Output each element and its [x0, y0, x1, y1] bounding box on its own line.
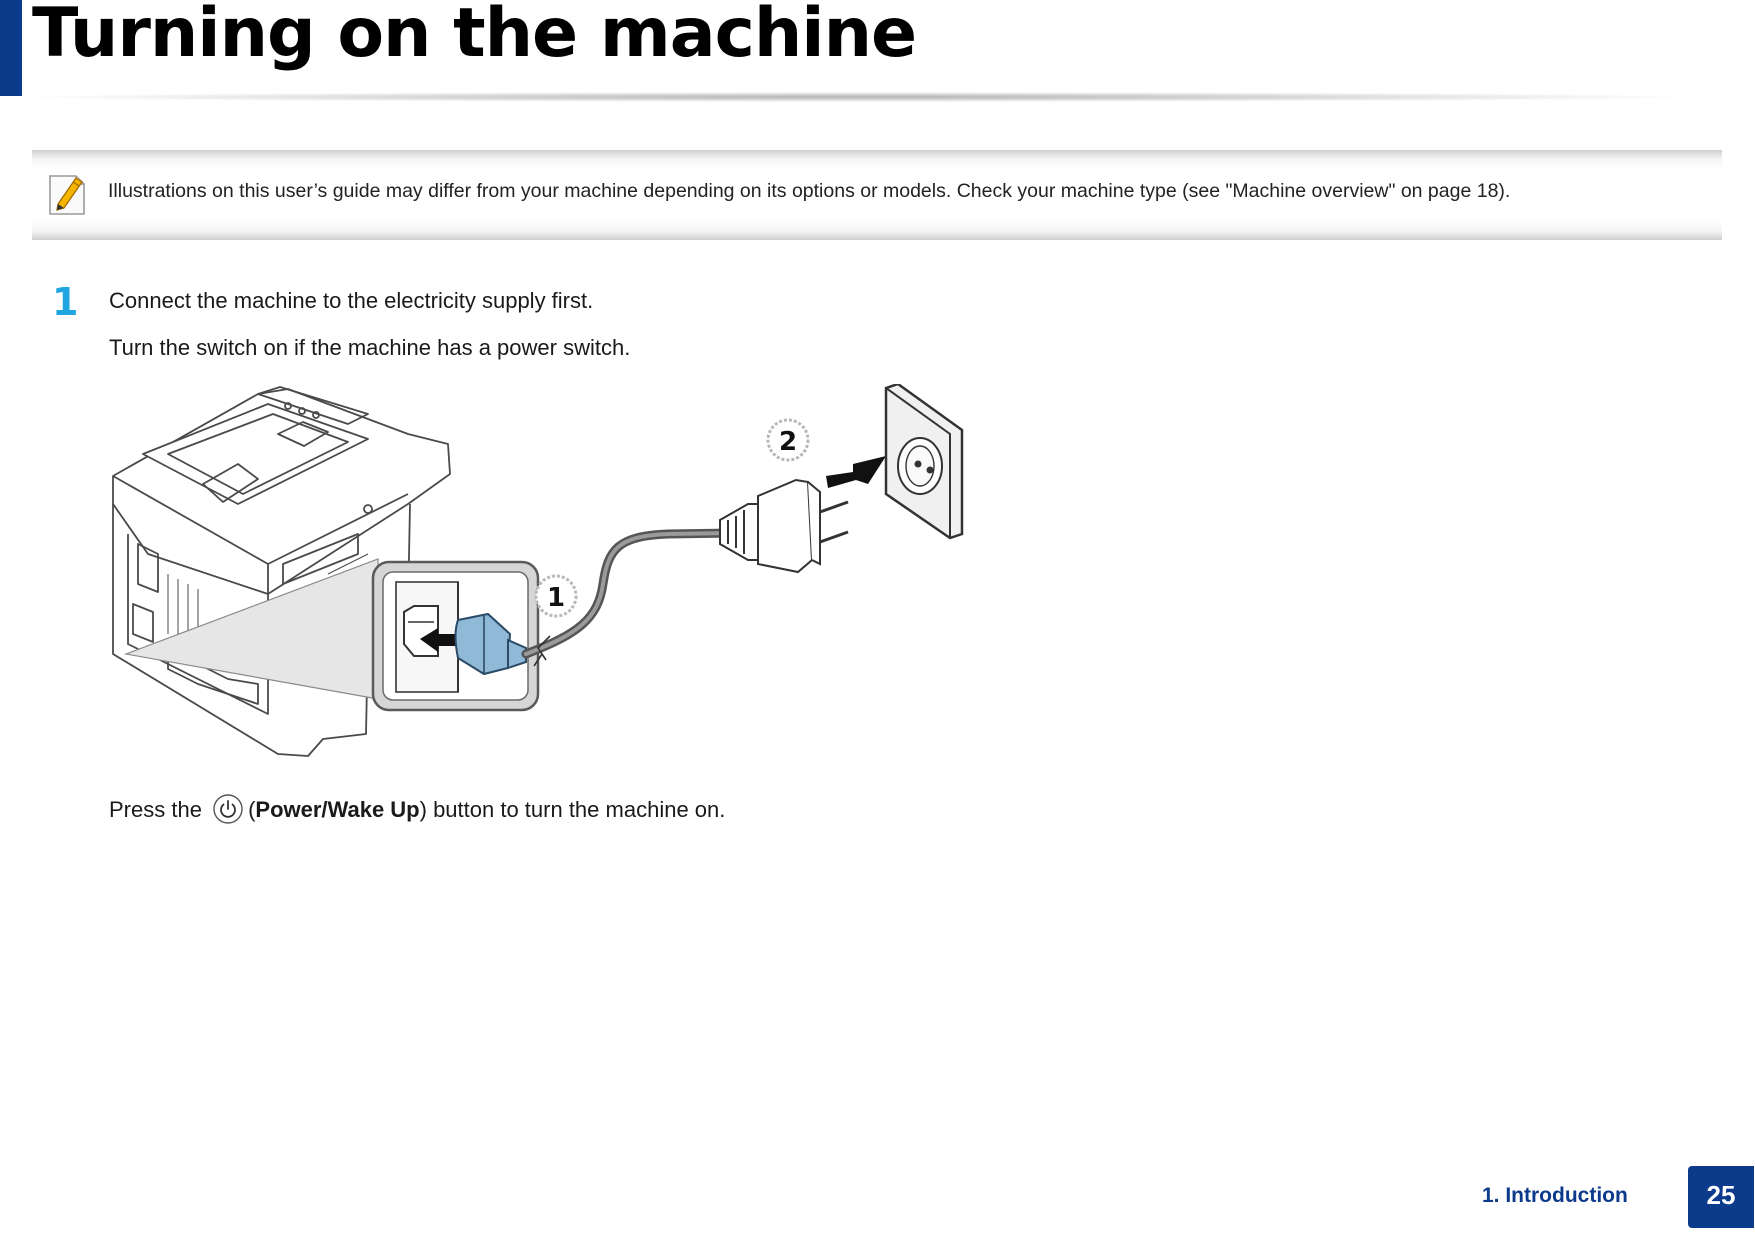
power-connection-illustration: 1 2: [112, 384, 964, 757]
callout-label-1: 1: [547, 583, 565, 613]
callout-label-2: 2: [779, 427, 797, 457]
title-divider: [32, 92, 1682, 102]
wall-socket-drawing: [884, 384, 964, 540]
note-box: Illustrations on this user’s guide may d…: [32, 150, 1722, 240]
page-title: Turning on the machine: [32, 0, 917, 73]
note-pencil-icon: [49, 175, 85, 215]
wall-plug-drawing: [719, 478, 849, 574]
callout-badge-2: 2: [766, 418, 810, 462]
footer-section-title: 1. Introduction: [1482, 1184, 1628, 1207]
step-number: 1: [52, 280, 79, 324]
step-instruction-power: Press the (Power/Wake Up) button to turn…: [109, 793, 725, 825]
callout-badge-1: 1: [534, 574, 578, 618]
press-prefix: Press the: [109, 797, 202, 822]
press-suffix: ) button to turn the machine on.: [419, 797, 726, 822]
title-accent-bar: [0, 0, 22, 96]
step-instruction-connect: Connect the machine to the electricity s…: [109, 288, 594, 313]
page-number-badge: 25: [1688, 1166, 1754, 1228]
power-inlet-detail: [371, 560, 540, 712]
open-paren: (: [248, 797, 256, 822]
power-button-icon: [213, 794, 243, 824]
step-instruction-switch: Turn the switch on if the machine has a …: [109, 335, 631, 360]
insert-arrow-2: [826, 456, 886, 488]
power-wake-up-label: Power/Wake Up: [255, 797, 420, 822]
note-text: Illustrations on this user’s guide may d…: [108, 180, 1511, 202]
